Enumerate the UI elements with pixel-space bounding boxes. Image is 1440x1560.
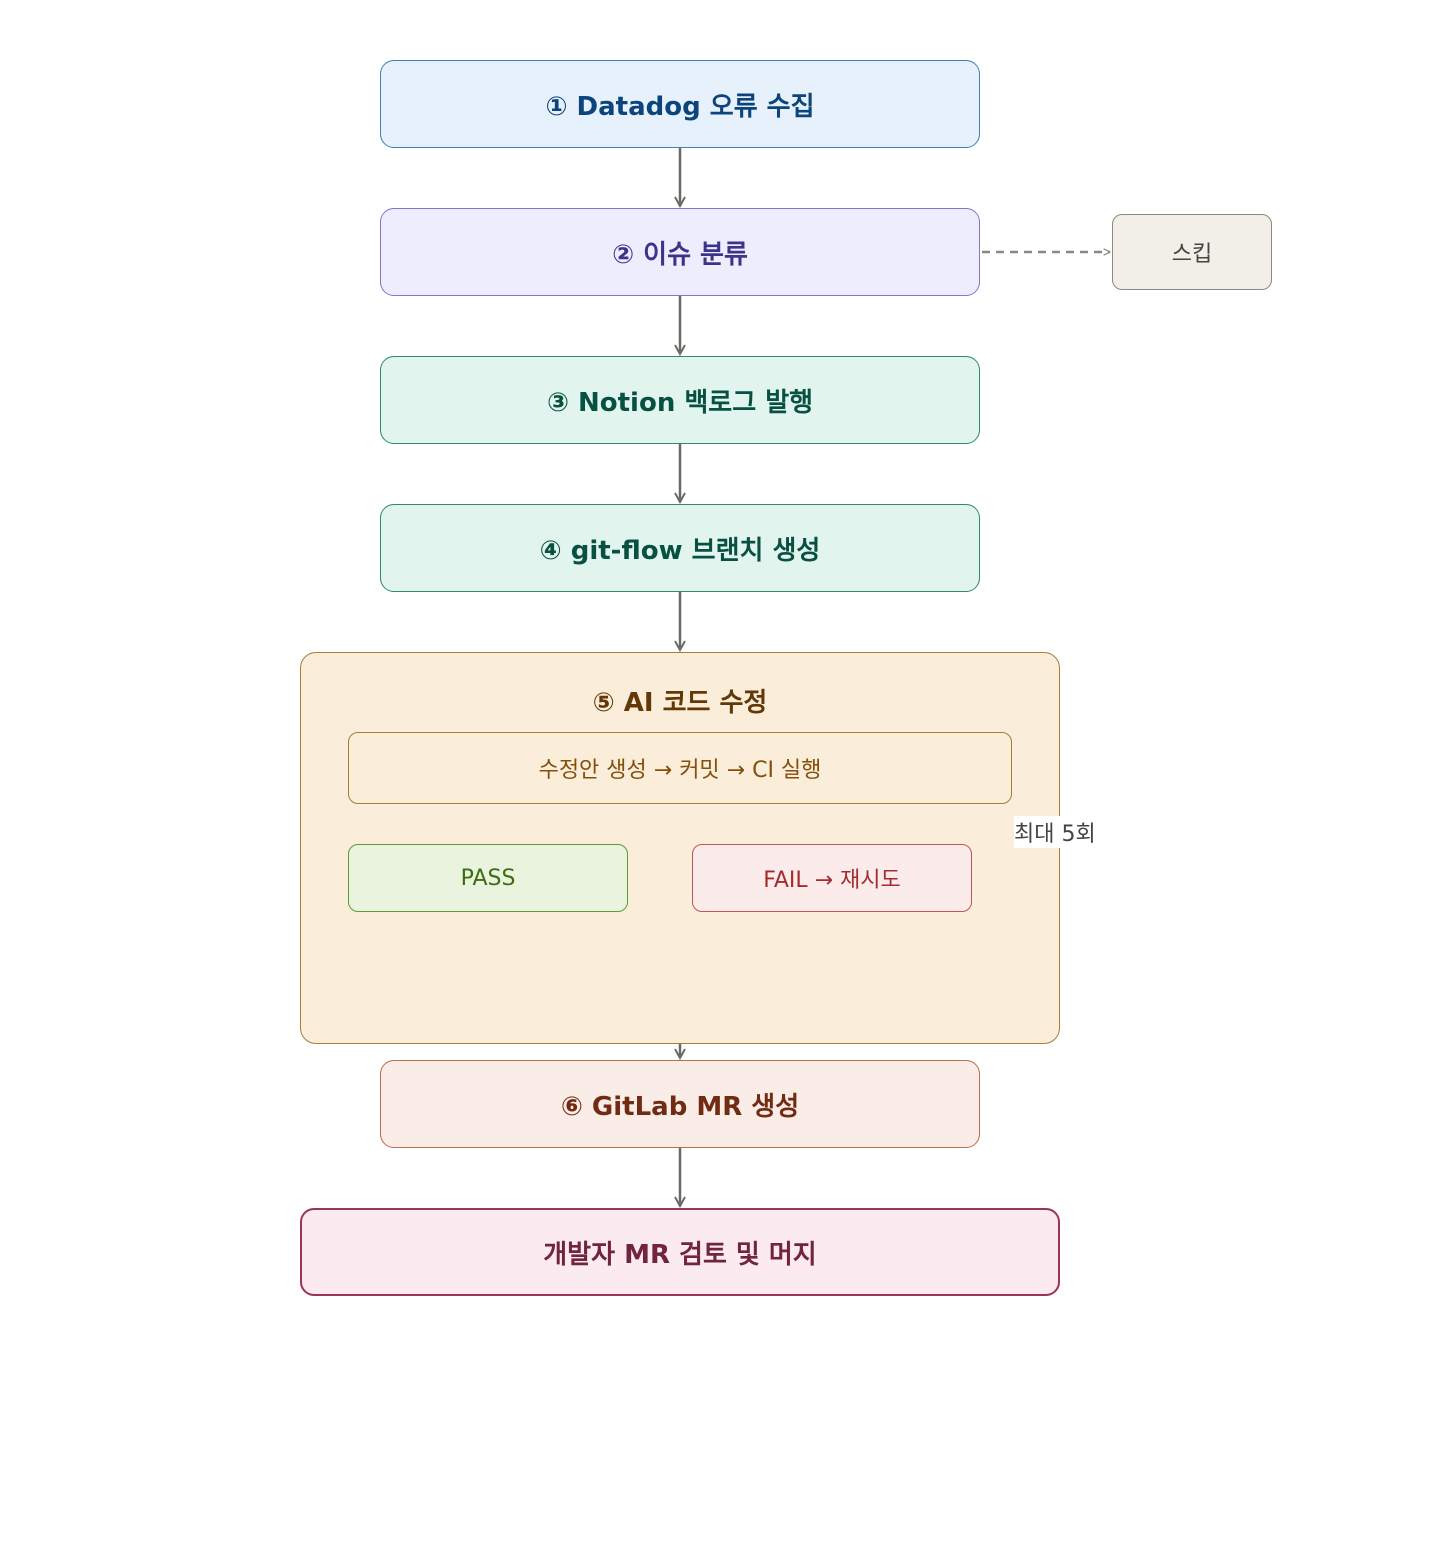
step-gitlab-mr-label: ⑥ GitLab MR 생성 (560, 1091, 800, 1122)
skip-node-label: 스킵 (1171, 242, 1213, 267)
step-datadog-collect-label: ① Datadog 오류 수집 (545, 91, 815, 122)
step-notion-backlog: ③ Notion 백로그 발행 (380, 356, 980, 444)
step-issue-classify: ② 이슈 분류 (380, 208, 980, 296)
pass-node: PASS (348, 844, 628, 912)
fail-retry-node: FAIL → 재시도 (692, 844, 972, 912)
step-datadog-collect: ① Datadog 오류 수집 (380, 60, 980, 148)
pass-node-label: PASS (460, 865, 516, 891)
ai-code-fix-title: ⑤ AI 코드 수정 (592, 687, 768, 718)
step-gitlab-mr: ⑥ GitLab MR 생성 (380, 1060, 980, 1148)
fix-commit-ci-node: 수정안 생성 → 커밋 → CI 실행 (348, 732, 1012, 804)
developer-review-merge: 개발자 MR 검토 및 머지 (300, 1208, 1060, 1296)
fix-commit-ci-label: 수정안 생성 → 커밋 → CI 실행 (538, 758, 822, 783)
skip-node: 스킵 (1112, 214, 1272, 290)
fail-retry-label: FAIL → 재시도 (763, 868, 901, 893)
step-gitflow-branch-label: ④ git-flow 브랜치 생성 (539, 535, 821, 566)
step-issue-classify-label: ② 이슈 분류 (612, 239, 748, 270)
retry-limit-label: 최대 5회 (1014, 816, 1096, 848)
step-gitflow-branch: ④ git-flow 브랜치 생성 (380, 504, 980, 592)
step-notion-backlog-label: ③ Notion 백로그 발행 (546, 387, 814, 418)
developer-review-merge-label: 개발자 MR 검토 및 머지 (543, 1239, 817, 1270)
